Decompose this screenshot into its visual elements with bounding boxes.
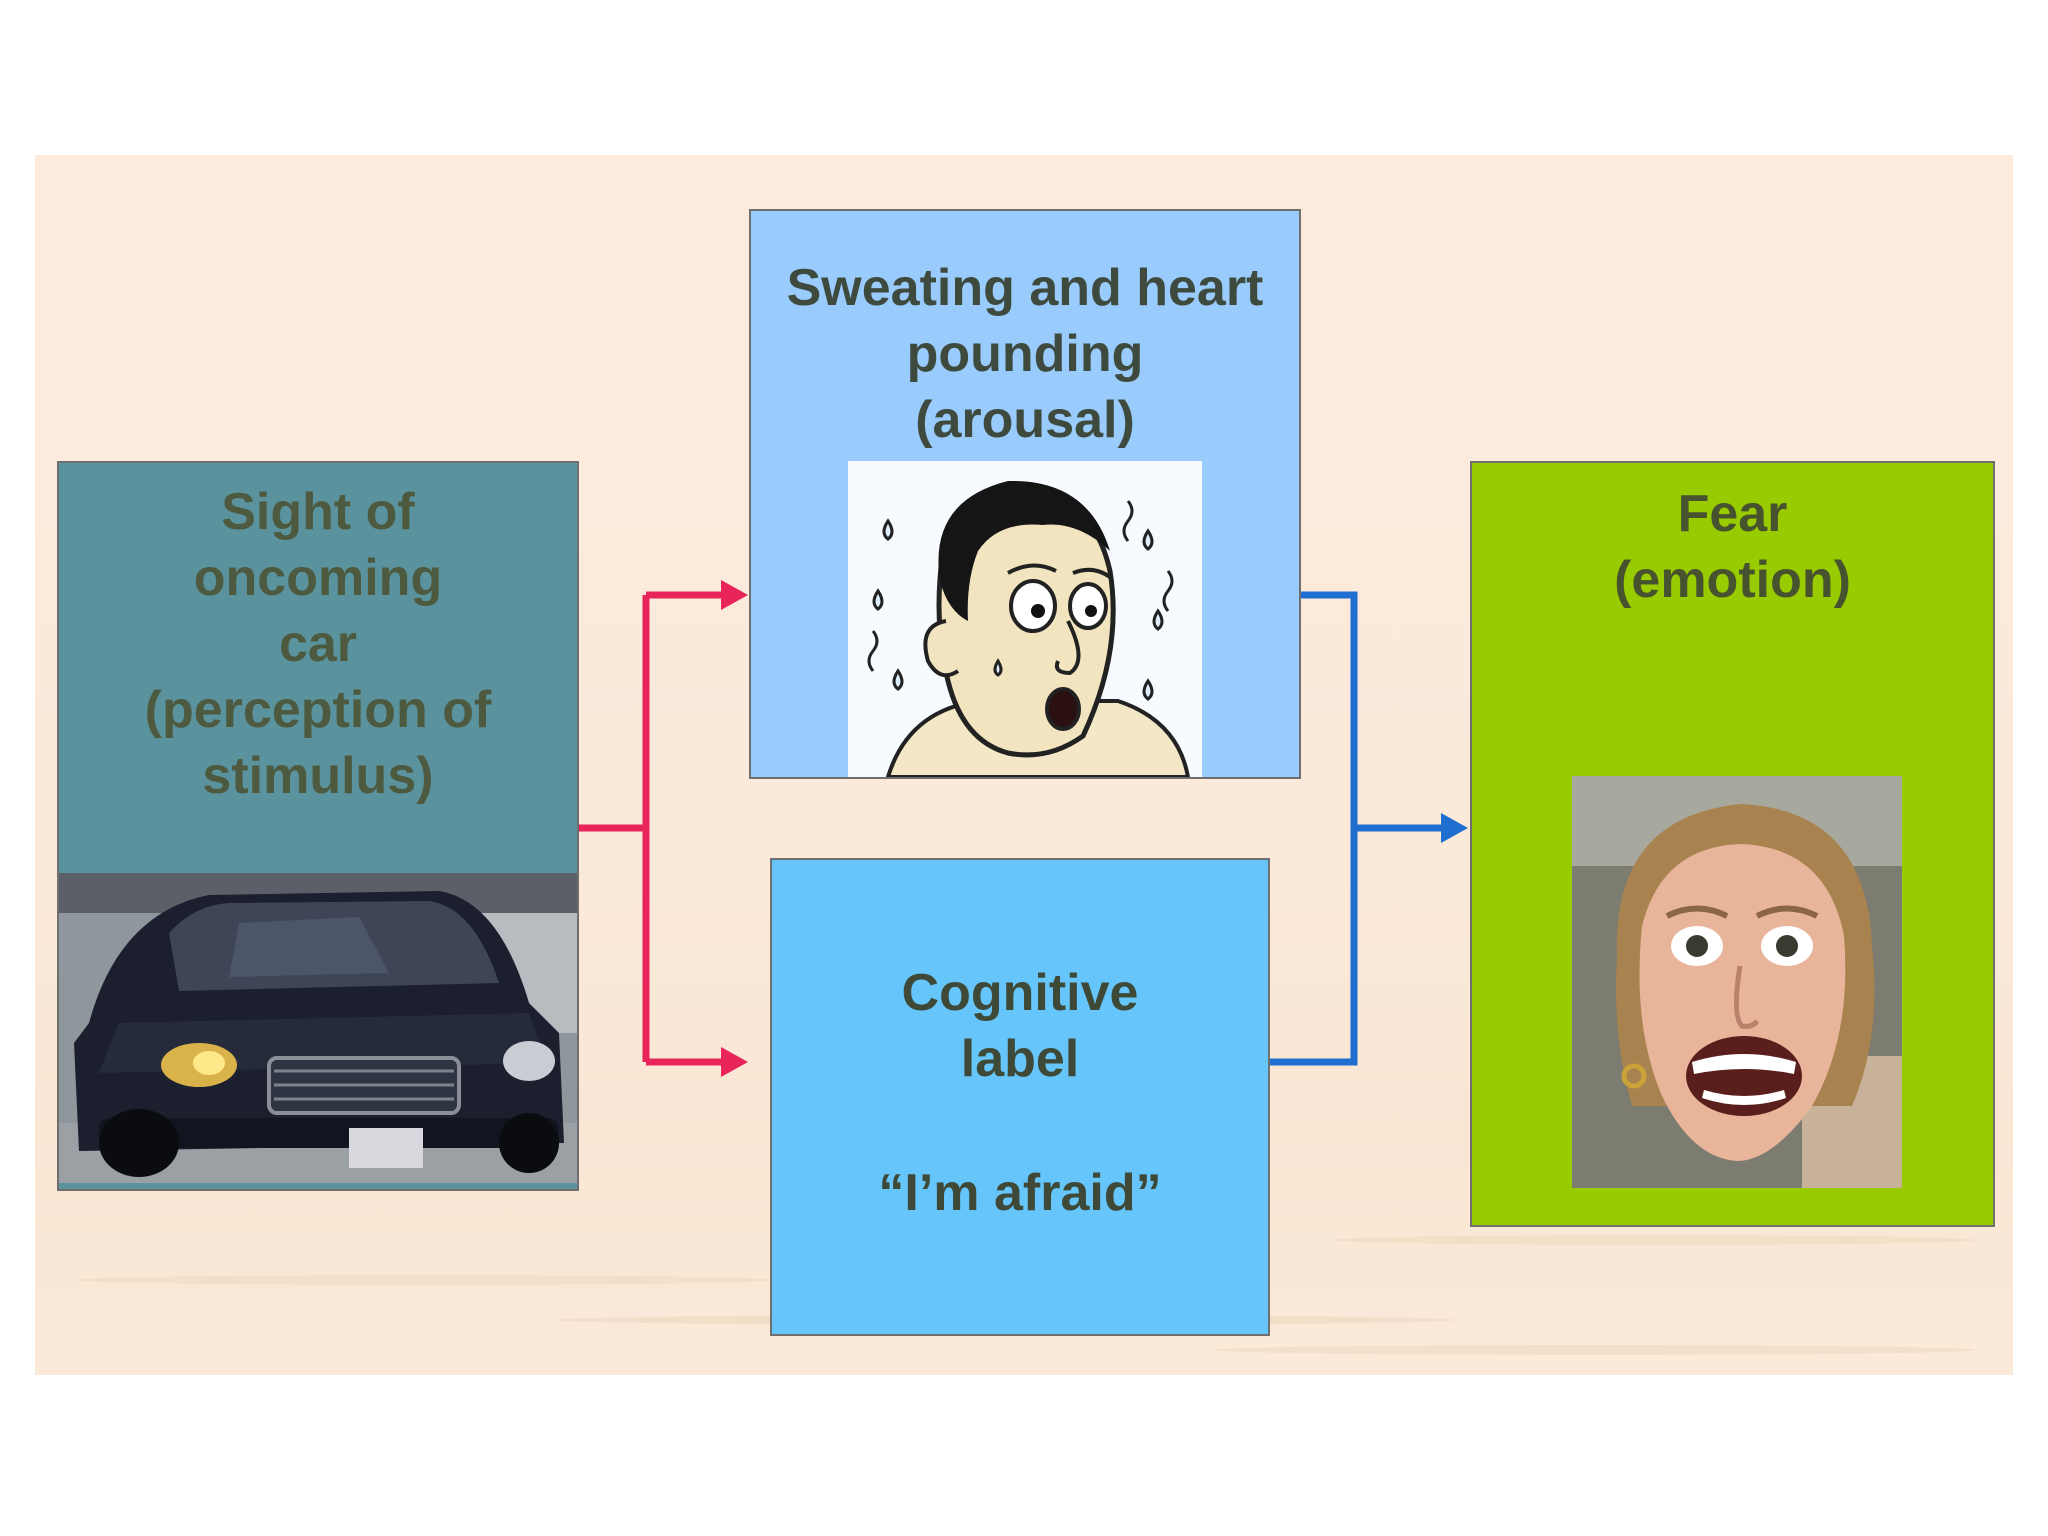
arrows-to-emotion: [1270, 591, 1445, 1066]
arrows-from-stimulus: [579, 591, 725, 1066]
emotion-text: Fear (emotion): [1614, 485, 1851, 609]
car-photo: [59, 873, 577, 1183]
cognitive-label-title: Cognitive label: [901, 964, 1139, 1088]
slide-background: Sight of oncoming car (perception of sti…: [35, 155, 2013, 1375]
stimulus-box: Sight of oncoming car (perception of sti…: [57, 461, 579, 1191]
sweating-man-drawing: [848, 461, 1202, 777]
cognitive-label-quote: “I’m afraid”: [878, 1164, 1162, 1222]
stimulus-text: Sight of oncoming car (perception of sti…: [144, 483, 492, 805]
frightened-woman-photo: [1572, 776, 1902, 1188]
cognitive-label-box: Cognitive label “I’m afraid”: [770, 858, 1270, 1336]
arrow-to-arousal-head: [721, 580, 748, 610]
arrow-to-label-head: [721, 1047, 748, 1077]
connector-arrows: [579, 580, 1468, 1077]
emotion-box: Fear (emotion): [1470, 461, 1995, 1227]
arrow-to-emotion-head: [1441, 813, 1468, 843]
arousal-text: Sweating and heart pounding (arousal): [786, 259, 1264, 449]
arousal-box: Sweating and heart pounding (arousal): [749, 209, 1301, 779]
